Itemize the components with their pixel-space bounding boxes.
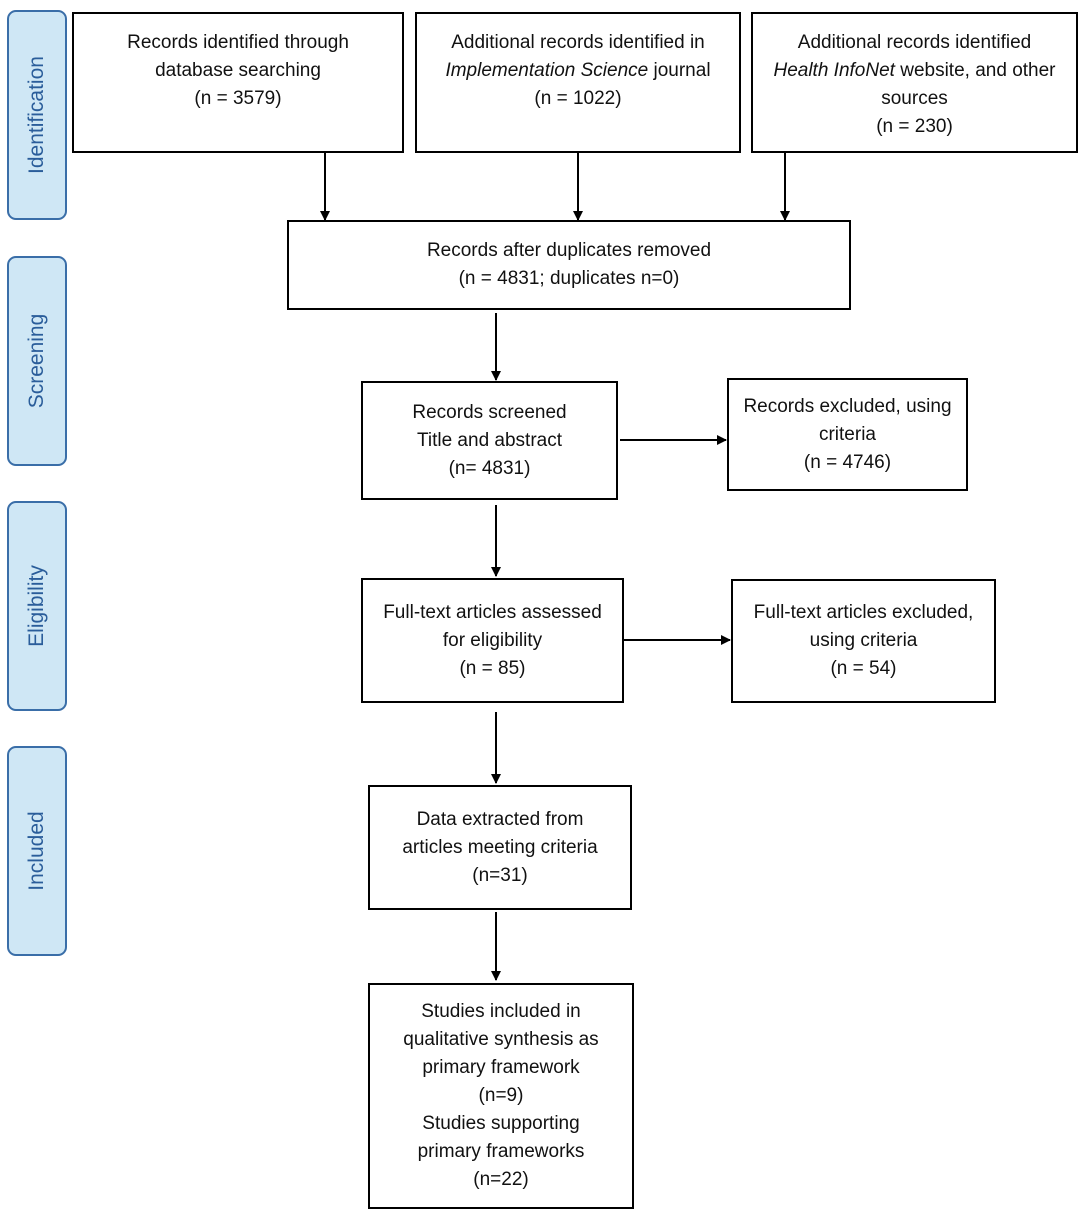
box-records-excluded: Records excluded, using criteria (n = 47… xyxy=(727,378,968,491)
box-line: articles meeting criteria xyxy=(402,836,598,858)
box-line: Title and abstract xyxy=(416,429,563,451)
box-line: (n=31) xyxy=(472,864,528,886)
box-line: Records excluded, using xyxy=(743,395,952,417)
box-line: (n = 4831; duplicates n=0) xyxy=(458,268,680,289)
box-line: (n = 1022) xyxy=(534,88,622,109)
box-fulltext-excluded: Full-text articles excluded, using crite… xyxy=(731,579,996,703)
box-infonet-records: Additional records identified Health Inf… xyxy=(751,12,1078,153)
stage-included: Included xyxy=(7,746,67,956)
stage-screening: Screening xyxy=(7,256,67,466)
box-line: primary frameworks xyxy=(417,1141,585,1162)
box-line: Additional records identified xyxy=(797,32,1032,53)
stage-identification: Identification xyxy=(7,10,67,220)
box-line: Records after duplicates removed xyxy=(426,240,712,261)
box-fulltext-assessed: Full-text articles assessed for eligibil… xyxy=(361,578,624,703)
journal-name: Implementation Science xyxy=(445,60,649,81)
box-line: (n = 54) xyxy=(830,658,897,679)
box-line: (n = 3579) xyxy=(194,88,282,109)
box-line: for eligibility xyxy=(442,629,543,651)
website-name: Health InfoNet xyxy=(773,60,895,81)
box-records-screened: Records screened Title and abstract (n= … xyxy=(361,381,618,500)
box-line-mixed: Health InfoNet website, and other xyxy=(773,57,1055,85)
journal-suffix: journal xyxy=(648,60,711,81)
box-line: using criteria xyxy=(809,630,918,651)
box-line: (n = 230) xyxy=(876,116,953,137)
box-line: qualitative synthesis as xyxy=(403,1029,599,1050)
box-line: Records screened xyxy=(412,401,567,423)
box-line: Full-text articles excluded, xyxy=(753,602,974,623)
box-line: Additional records identified in xyxy=(451,32,705,53)
box-journal-records: Additional records identified in Impleme… xyxy=(415,12,741,153)
box-database-records: Records identified through database sear… xyxy=(72,12,404,153)
stage-eligibility: Eligibility xyxy=(7,501,67,711)
box-data-extracted: Data extracted from articles meeting cri… xyxy=(368,785,632,910)
box-studies-included: Studies included in qualitative synthesi… xyxy=(368,983,634,1209)
box-duplicates-removed: Records after duplicates removed (n = 48… xyxy=(287,220,851,310)
box-line: Records identified through xyxy=(127,32,349,53)
box-line: criteria xyxy=(818,423,876,445)
box-line: (n=9) xyxy=(478,1085,524,1106)
website-suffix: website, and other xyxy=(894,60,1056,81)
box-line: (n=22) xyxy=(473,1169,529,1190)
box-line: Studies supporting xyxy=(422,1113,580,1134)
box-line: sources xyxy=(881,88,948,109)
box-line: Studies included in xyxy=(421,1001,581,1022)
box-line: database searching xyxy=(155,60,321,81)
box-line: (n= 4831) xyxy=(448,457,531,479)
box-line: Full-text articles assessed xyxy=(383,601,602,623)
box-line: (n = 85) xyxy=(459,657,526,679)
box-line-mixed: Implementation Science journal xyxy=(445,57,710,85)
box-line: (n = 4746) xyxy=(803,451,892,473)
box-line: primary framework xyxy=(422,1057,580,1078)
box-line: Data extracted from xyxy=(416,808,584,830)
